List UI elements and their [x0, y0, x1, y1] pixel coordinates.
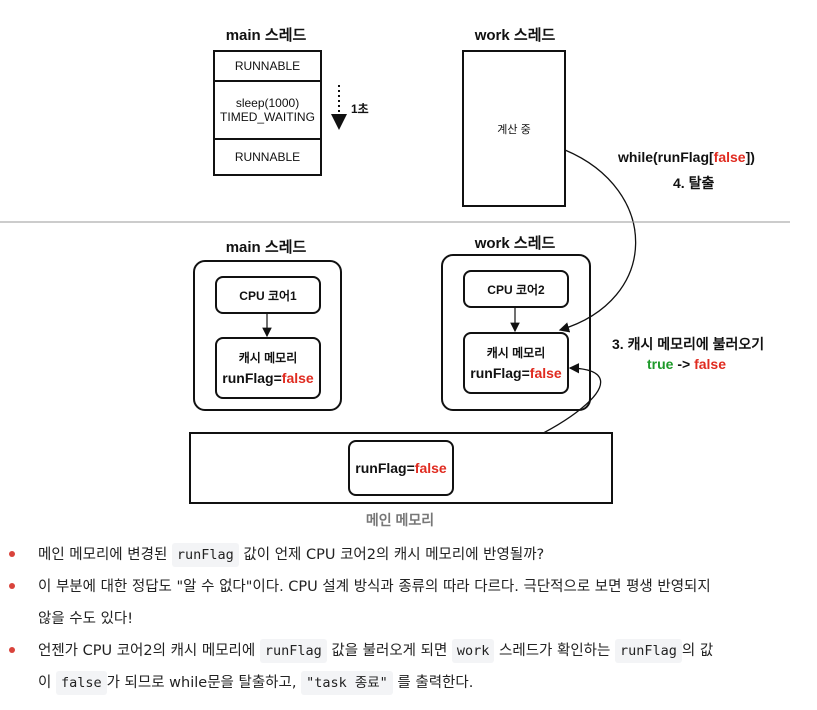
- load-change: true -> false: [647, 356, 726, 372]
- state-sleep: sleep(1000): [235, 96, 300, 110]
- load-label: 3. 캐시 메모리에 불러오기: [612, 336, 765, 352]
- exit-curve: [558, 149, 637, 333]
- work-thread-title-2: work 스레드: [474, 235, 556, 252]
- work-thread-container: [441, 254, 591, 411]
- exit-condition: while(runFlag[false]): [618, 149, 755, 165]
- main-memory-flag: runFlag=false: [348, 440, 454, 496]
- bullet-1: 메인 메모리에 변경된 runFlag 값이 언제 CPU 코어2의 캐시 메모…: [38, 543, 544, 567]
- bullet-2-line1: 이 부분에 대한 정답도 "알 수 없다"이다. CPU 설계 방식과 종류의 …: [38, 579, 711, 595]
- main-thread-container: [193, 260, 342, 411]
- bullet-2-line2: 않을 수도 있다!: [38, 611, 134, 627]
- state-runnable-2: RUNNABLE: [213, 138, 322, 176]
- duration-label: 1초: [351, 102, 369, 116]
- state-timed: TIMED_WAITING: [220, 110, 315, 124]
- work-thread-title: work 스레드: [474, 27, 556, 44]
- state-timed-waiting: sleep(1000)TIMED_WAITING: [213, 80, 322, 140]
- bullet-3-line1: 언젠가 CPU 코어2의 캐시 메모리에 runFlag 값을 불러오게 되면 …: [38, 639, 713, 663]
- work-state-box: 계산 중: [462, 50, 566, 207]
- exit-label: 4. 탈출: [673, 175, 715, 191]
- cpu-core-2: CPU 코어2: [463, 270, 569, 308]
- state-runnable: RUNNABLE: [213, 50, 322, 82]
- main-thread-title-2: main 스레드: [225, 239, 307, 256]
- main-thread-title: main 스레드: [225, 27, 307, 44]
- main-memory-label: 메인 메모리: [365, 512, 435, 528]
- cpu-core-1: CPU 코어1: [215, 276, 321, 314]
